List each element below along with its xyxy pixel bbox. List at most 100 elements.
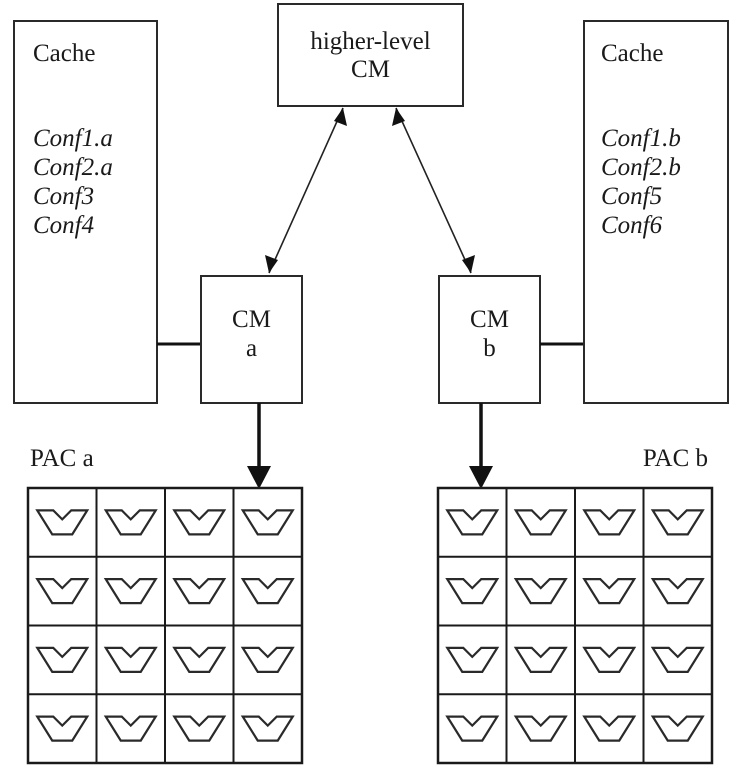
pac-a-label: PAC a [30,445,94,472]
pac-b-cell [513,715,568,742]
trapezoid-v-cell-icon [35,715,90,742]
trapezoid-v-cell-icon [172,715,227,742]
trapezoid-v-cell-icon [240,509,295,536]
cm-b-label-line1: CM [470,306,509,333]
pac-a-grid [26,486,304,765]
trapezoid-v-cell-icon [445,509,500,536]
arrow-cm-b-to-pac-b [469,403,493,489]
trapezoid-v-cell-icon [240,715,295,742]
trapezoid-v-cell-icon [35,509,90,536]
pac-a-cell [35,646,90,673]
cache-b-entry-4: Conf6 [601,212,663,239]
trapezoid-v-cell-icon [172,578,227,605]
cache-b-box: Cache Conf1.b Conf2.b Conf5 Conf6 [583,20,729,404]
trapezoid-v-cell-icon [103,509,158,536]
trapezoid-v-cell-icon [513,646,568,673]
pac-b-cell [582,509,637,536]
arrowhead-down-left [265,255,278,273]
arrow-higher-cm-to-cm-b [392,107,475,274]
trapezoid-v-cell-icon [582,509,637,536]
higher-level-cm-label-line1: higher-level [310,28,431,55]
arrowhead-up-right [392,108,405,126]
cache-a-entry-1: Conf1.a [33,125,113,152]
pac-b-cell [582,715,637,742]
cm-b-label-line2: b [483,335,496,362]
pac-a-cell [103,509,158,536]
pac-b-cell [445,578,500,605]
trapezoid-v-cell-icon [103,578,158,605]
pac-a-cell [172,509,227,536]
pac-b-cell [650,646,705,673]
pac-a-cell [35,509,90,536]
trapezoid-v-cell-icon [172,509,227,536]
pac-b-cell [650,578,705,605]
trapezoid-v-cell-icon [513,509,568,536]
pac-b-cell [582,578,637,605]
cm-a-label-line2: a [245,335,258,362]
arrowhead-down-right [462,255,475,273]
pac-a-cell [103,715,158,742]
pac-a-cell [172,646,227,673]
trapezoid-v-cell-icon [445,715,500,742]
pac-a-cell [240,715,295,742]
pac-a-cell [103,578,158,605]
cache-a-box: Cache Conf1.a Conf2.a Conf3 Conf4 [13,20,158,404]
cache-a-entry-3: Conf3 [33,183,95,210]
pac-a-cell [35,715,90,742]
pac-b-cell [445,715,500,742]
cache-a-entry-2: Conf2.a [33,154,113,181]
trapezoid-v-cell-icon [650,646,705,673]
cm-a-label-line1: CM [232,306,271,333]
pac-b-cell [513,646,568,673]
cache-b-entry-2: Conf2.b [601,154,681,181]
pac-a-cell [35,578,90,605]
pac-a-cell [240,578,295,605]
arrowhead-up-left [334,108,347,126]
pac-a-cell [240,646,295,673]
cm-a-box: CM a [200,275,303,404]
cache-b-entry-3: Conf5 [601,183,663,210]
pac-b-grid [436,486,714,765]
trapezoid-v-cell-icon [513,578,568,605]
trapezoid-v-cell-icon [445,578,500,605]
trapezoid-v-cell-icon [35,646,90,673]
pac-b-label: PAC b [642,445,708,472]
pac-b-cell [582,646,637,673]
cache-a-title: Cache [33,40,96,67]
arrowhead-down-pac-a [247,466,271,489]
arrow-higher-cm-to-cm-a [265,107,347,274]
cache-b-title: Cache [601,40,664,67]
pac-b-cell [513,509,568,536]
cache-a-entry-4: Conf4 [33,212,95,239]
trapezoid-v-cell-icon [582,715,637,742]
trapezoid-v-cell-icon [35,578,90,605]
pac-a-cell [103,646,158,673]
pac-b-cell [650,509,705,536]
pac-b-cell [445,509,500,536]
trapezoid-v-cell-icon [582,578,637,605]
trapezoid-v-cell-icon [650,715,705,742]
trapezoid-v-cell-icon [103,715,158,742]
trapezoid-v-cell-icon [240,578,295,605]
trapezoid-v-cell-icon [445,646,500,673]
arrowhead-down-pac-b [469,466,493,489]
trapezoid-v-cell-icon [582,646,637,673]
cache-b-entry-1: Conf1.b [601,125,681,152]
arrow-cm-a-to-pac-a [247,403,271,489]
trapezoid-v-cell-icon [650,578,705,605]
trapezoid-v-cell-icon [513,715,568,742]
pac-a-cell [172,715,227,742]
pac-a-cell [172,578,227,605]
pac-b-cell [650,715,705,742]
higher-level-cm-label-line2: CM [351,56,390,83]
higher-level-cm-box: higher-level CM [277,3,464,107]
pac-b-cell [445,646,500,673]
pac-a-cell [240,509,295,536]
trapezoid-v-cell-icon [103,646,158,673]
pac-b-cell [513,578,568,605]
trapezoid-v-cell-icon [650,509,705,536]
trapezoid-v-cell-icon [172,646,227,673]
cm-b-box: CM b [438,275,541,404]
trapezoid-v-cell-icon [240,646,295,673]
